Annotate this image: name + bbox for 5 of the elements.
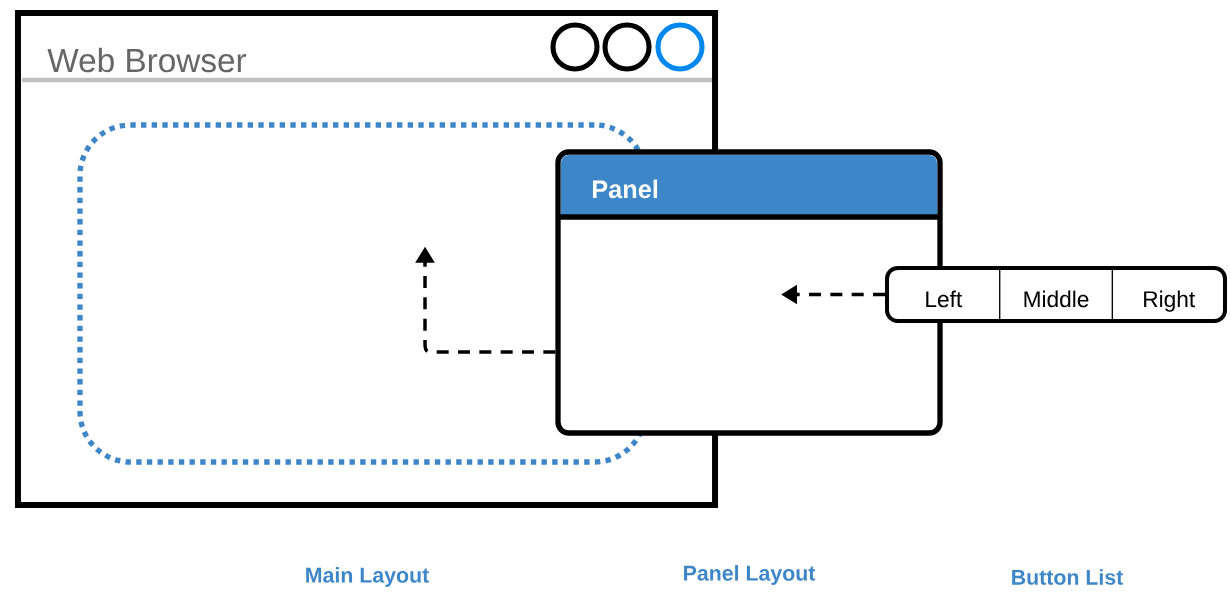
caption-label: Button List	[1012, 569, 1123, 585]
caption-label: Main Layout	[306, 567, 429, 587]
button-label: Middle	[1024, 290, 1089, 308]
caption-label: Panel Layout	[684, 565, 816, 585]
button-label: Right	[1144, 290, 1195, 312]
